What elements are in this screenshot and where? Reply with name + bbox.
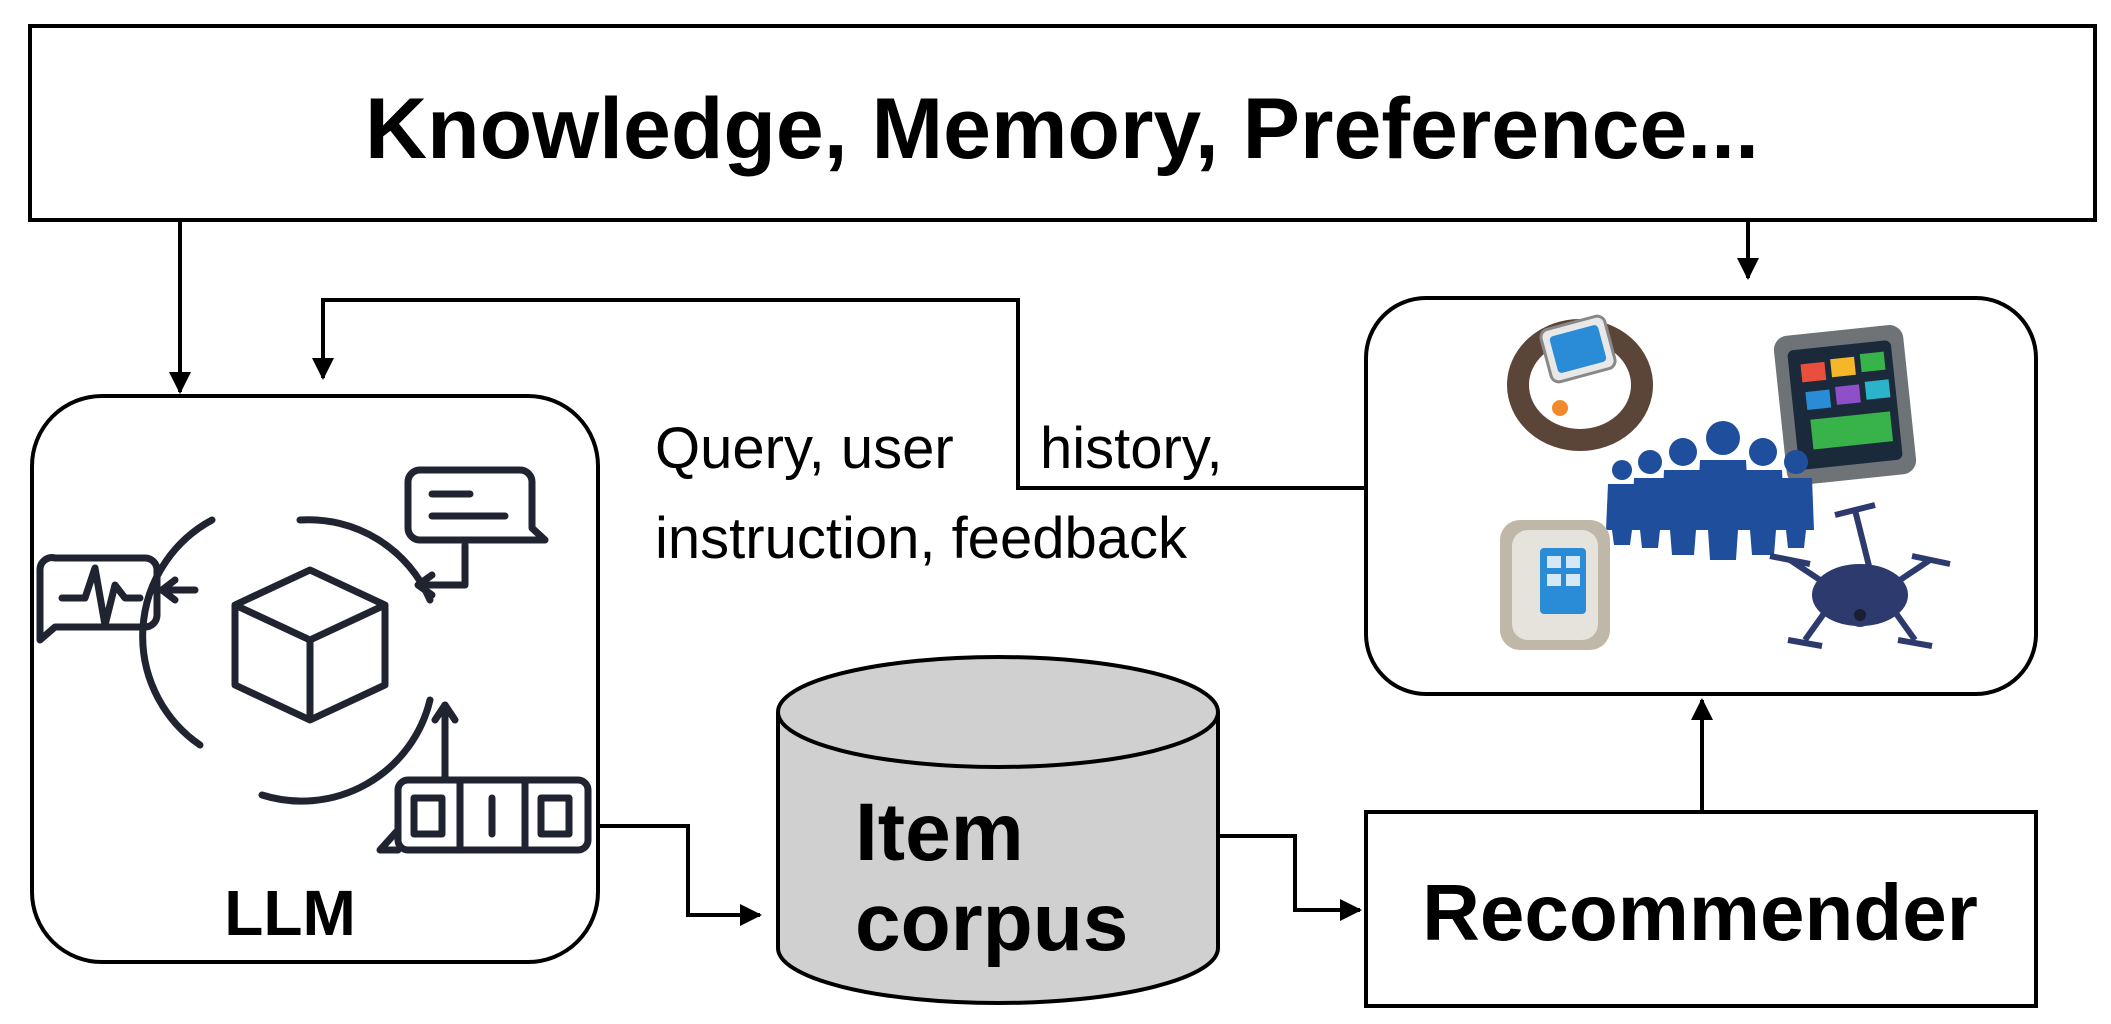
item-corpus-cylinder: Item corpus — [776, 655, 1220, 1005]
cube-icon — [231, 566, 389, 724]
waveform-icon — [36, 554, 189, 644]
arrow-llm-to-corpus — [600, 824, 762, 926]
drone-icon — [1769, 502, 1951, 649]
smartwatch-icon — [1507, 314, 1653, 451]
llm-label: LLM — [224, 877, 356, 949]
binary-tokens-icon — [376, 701, 592, 854]
recommender-box: Recommender — [1364, 810, 2038, 1008]
feedback-label: Query, user history, instruction, feedba… — [655, 416, 1223, 571]
connectors — [169, 222, 1759, 926]
users-devices-box — [1364, 296, 2038, 696]
knowledge-banner: Knowledge, Memory, Preference... — [28, 24, 2097, 222]
feedback-line1-a: Query, user — [655, 416, 954, 481]
recommender-label: Recommender — [1422, 868, 1978, 957]
feedback-line1-b: history, — [1040, 416, 1223, 481]
llm-box: LLM — [30, 394, 600, 964]
thermostat-icon — [1500, 520, 1610, 650]
arrow-corpus-to-recommender — [1220, 834, 1362, 921]
message-icon — [404, 466, 549, 599]
arrow-feedback-to-llm — [312, 298, 1368, 490]
corpus-line2: corpus — [855, 877, 1128, 968]
corpus-line1: Item — [855, 787, 1024, 878]
people-group-icon — [1606, 421, 1814, 560]
feedback-line2: instruction, feedback — [655, 506, 1188, 571]
banner-text: Knowledge, Memory, Preference... — [365, 81, 1759, 177]
tablet-icon — [1773, 325, 1917, 485]
